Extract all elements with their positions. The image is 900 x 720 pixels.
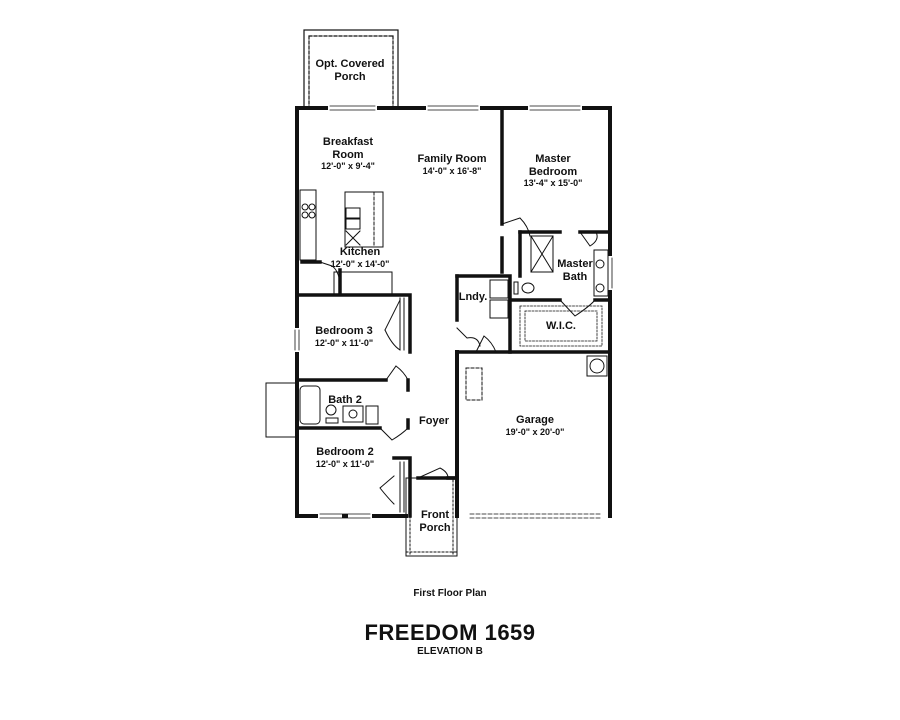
room-name: Front bbox=[420, 509, 450, 521]
room-name: Lndy. bbox=[458, 291, 488, 303]
laundry-machines bbox=[489, 279, 509, 319]
room-label-wic: W.I.C. bbox=[546, 320, 576, 333]
bath2-fixtures bbox=[265, 382, 379, 438]
kitchen-counters bbox=[299, 189, 393, 295]
room-dimensions: 19'-0" x 20'-0" bbox=[505, 426, 565, 437]
room-name: Breakfast bbox=[322, 136, 374, 148]
plan-subtitle: First Floor Plan bbox=[413, 588, 487, 599]
wic-shelves bbox=[519, 305, 603, 347]
front-porch-outline bbox=[405, 477, 458, 557]
room-name: Kitchen bbox=[339, 246, 381, 258]
room-name: Garage bbox=[516, 414, 554, 426]
room-label-bath-2: Bath 2 bbox=[328, 394, 362, 407]
room-dimensions: 12'-0" x 9'-4" bbox=[321, 161, 375, 172]
room-label-bedroom-2: Bedroom 2 12'-0" x 11'-0" bbox=[316, 446, 374, 469]
windows bbox=[295, 106, 612, 518]
room-name: Master bbox=[535, 153, 571, 165]
room-label-master-bath: Master Bath bbox=[557, 258, 592, 283]
room-label-foyer: Foyer bbox=[419, 415, 449, 428]
room-dimensions: 12'-0" x 11'-0" bbox=[314, 337, 374, 348]
room-name-line2: Porch bbox=[419, 521, 451, 534]
plan-elevation: ELEVATION B bbox=[417, 646, 483, 657]
room-dimensions: 13'-4" x 15'-0" bbox=[523, 178, 583, 189]
room-label-laundry: Lndy. bbox=[459, 291, 488, 304]
room-dimensions: 12'-0" x 14'-0" bbox=[330, 258, 390, 269]
room-name: Bedroom 2 bbox=[316, 446, 374, 458]
room-label-bedroom-3: Bedroom 3 12'-0" x 11'-0" bbox=[315, 325, 373, 348]
master-bath-fixtures bbox=[513, 235, 609, 297]
room-name: Family Room bbox=[417, 153, 487, 165]
room-name: Foyer bbox=[419, 415, 449, 427]
room-label-kitchen: Kitchen 12'-0" x 14'-0" bbox=[331, 246, 390, 269]
room-name: Master bbox=[557, 258, 593, 270]
room-label-family-room: Family Room 14'-0" x 16'-8" bbox=[417, 153, 486, 176]
room-label-garage: Garage 19'-0" x 20'-0" bbox=[506, 414, 565, 437]
room-name-line2: Room bbox=[332, 148, 364, 161]
room-name: Bedroom 3 bbox=[315, 325, 373, 337]
door-swings bbox=[319, 217, 598, 505]
closets bbox=[399, 239, 503, 513]
room-name: Bath 2 bbox=[328, 394, 362, 406]
plan-title: FREEDOM 1659 bbox=[364, 620, 536, 645]
room-dimensions: 14'-0" x 16'-8" bbox=[422, 165, 482, 176]
room-label-master-bedroom: Master Bedroom 13'-4" x 15'-0" bbox=[524, 153, 583, 189]
room-name-line2: Porch bbox=[334, 70, 366, 83]
room-label-opt-covered-porch: Opt. Covered Porch bbox=[315, 58, 384, 83]
interior-walls bbox=[295, 106, 612, 518]
room-name-line2: Bedroom bbox=[528, 165, 578, 178]
room-name-line2: Bath bbox=[562, 270, 588, 283]
room-label-breakfast-room: Breakfast Room 12'-0" x 9'-4" bbox=[321, 136, 375, 172]
garage-details bbox=[465, 355, 608, 401]
room-dimensions: 12'-0" x 11'-0" bbox=[315, 458, 375, 469]
room-label-front-porch: Front Porch bbox=[419, 509, 450, 534]
room-name: Opt. Covered bbox=[315, 58, 385, 70]
room-name: W.I.C. bbox=[546, 320, 576, 332]
